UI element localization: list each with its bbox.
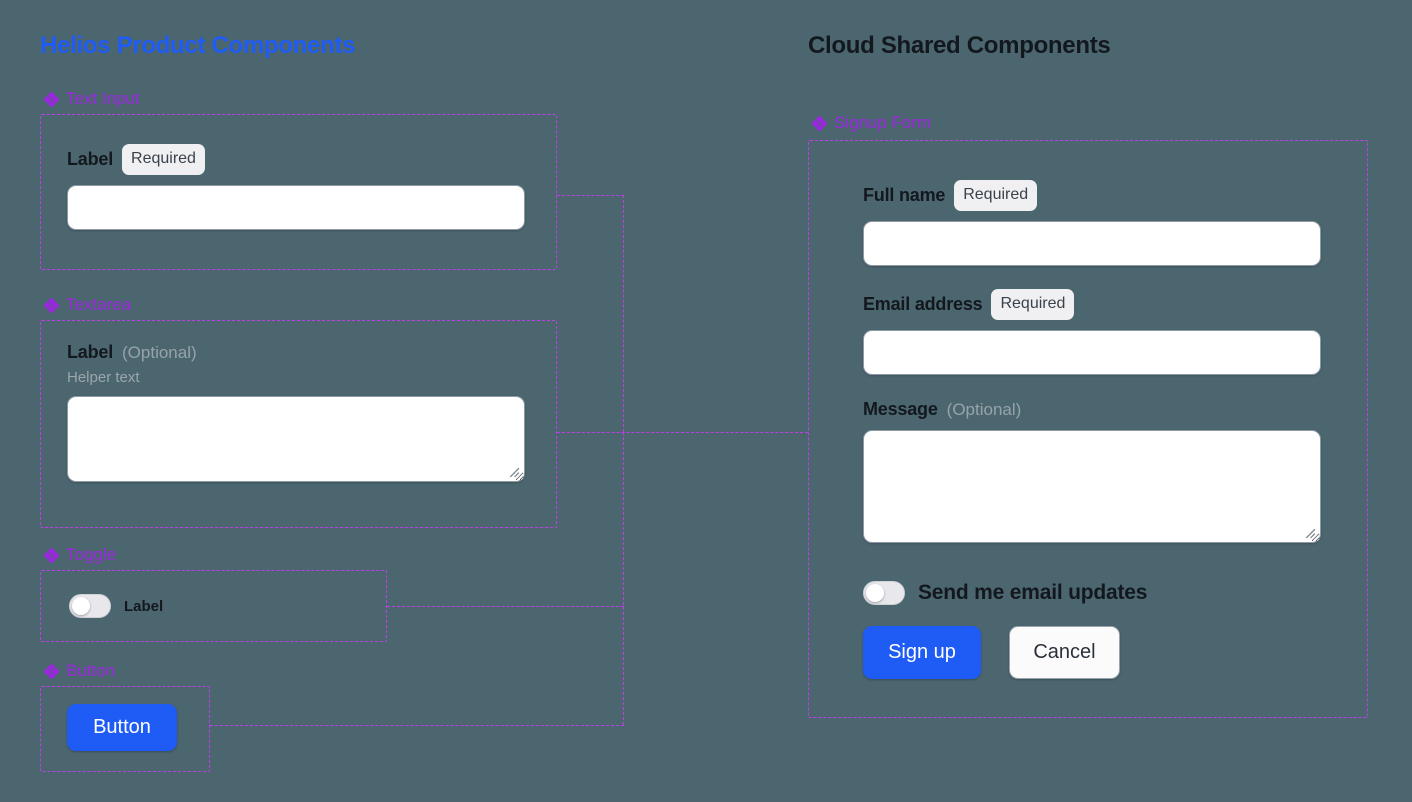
sign-up-button[interactable]: Sign up — [863, 626, 981, 679]
connector-trunk-lower — [623, 432, 624, 725]
field-message: Message (Optional) — [863, 399, 1321, 543]
toggle-label: Send me email updates — [918, 581, 1148, 604]
annotation-box-button — [40, 686, 210, 772]
section-heading-label: Textarea — [66, 295, 132, 314]
message-textarea[interactable] — [863, 430, 1321, 543]
annotation-box-text-input — [40, 114, 557, 270]
required-badge: Required — [954, 180, 1038, 211]
annotation-box-toggle — [40, 570, 387, 642]
toggle-knob — [72, 597, 90, 615]
connector-toggle-horizontal — [387, 606, 624, 607]
diamond-cluster-icon — [44, 547, 59, 563]
required-badge: Required — [991, 289, 1075, 320]
field-label-row: Label Required — [67, 144, 525, 175]
field-label: Label — [67, 342, 114, 362]
field-label: Email address — [863, 294, 983, 314]
section-heading-toggle: Toggle — [44, 545, 116, 565]
connector-button-horizontal — [210, 725, 624, 726]
field-email-address: Email address Required — [863, 289, 1321, 375]
connector-textarea-horizontal — [557, 432, 808, 433]
field-textarea: Label (Optional) Helper text — [67, 342, 525, 482]
textarea-wrapper — [863, 430, 1321, 543]
field-label: Label — [67, 149, 114, 169]
section-heading-label: Signup Form — [834, 113, 932, 132]
email-input[interactable] — [863, 330, 1321, 375]
section-heading-signup-form: Signup Form — [812, 113, 931, 133]
field-text-input: Label Required — [67, 144, 525, 230]
section-heading-button: Button — [44, 661, 115, 681]
textarea-input[interactable] — [67, 396, 525, 482]
toggle-label: Label — [124, 597, 164, 615]
section-heading-label: Text Input — [66, 89, 140, 108]
left-panel-title: Helios Product Components — [40, 32, 356, 59]
section-heading-text-input: Text Input — [44, 89, 140, 109]
field-label: Message — [863, 399, 938, 419]
field-label: Full name — [863, 185, 946, 205]
text-input[interactable] — [67, 185, 525, 230]
required-badge: Required — [122, 144, 205, 175]
diamond-cluster-icon — [44, 663, 59, 679]
section-heading-textarea: Textarea — [44, 295, 131, 315]
field-helper-text: Helper text — [67, 369, 140, 386]
connector-trunk-upper — [623, 195, 624, 432]
field-label-row: Label (Optional) — [67, 342, 525, 363]
full-name-input[interactable] — [863, 221, 1321, 266]
textarea-wrapper — [67, 396, 525, 482]
diamond-cluster-icon — [812, 115, 827, 131]
toggle-switch[interactable] — [69, 594, 111, 618]
field-full-name: Full name Required — [863, 180, 1321, 266]
section-heading-label: Button — [66, 661, 116, 680]
right-panel-title: Cloud Shared Components — [808, 32, 1111, 59]
email-updates-toggle-switch[interactable] — [863, 581, 905, 605]
toggle-knob — [866, 584, 884, 602]
signup-actions: Sign up Cancel — [863, 626, 1120, 679]
cancel-button[interactable]: Cancel — [1009, 626, 1120, 679]
connector-text-input-horizontal — [557, 195, 624, 196]
field-label-row: Message (Optional) — [863, 399, 1321, 420]
field-toggle: Label — [69, 594, 163, 618]
demo-button[interactable]: Button — [67, 704, 177, 751]
annotation-box-textarea — [40, 320, 557, 528]
field-label-row: Email address Required — [863, 289, 1321, 320]
diamond-cluster-icon — [44, 91, 59, 107]
section-heading-label: Toggle — [66, 545, 117, 564]
field-optional-tag: (Optional) — [946, 399, 1022, 419]
field-email-updates-toggle: Send me email updates — [863, 581, 1147, 605]
diamond-cluster-icon — [44, 297, 59, 313]
field-optional-tag: (Optional) — [122, 342, 197, 362]
annotation-box-signup-form — [808, 140, 1368, 718]
field-label-row: Full name Required — [863, 180, 1321, 211]
